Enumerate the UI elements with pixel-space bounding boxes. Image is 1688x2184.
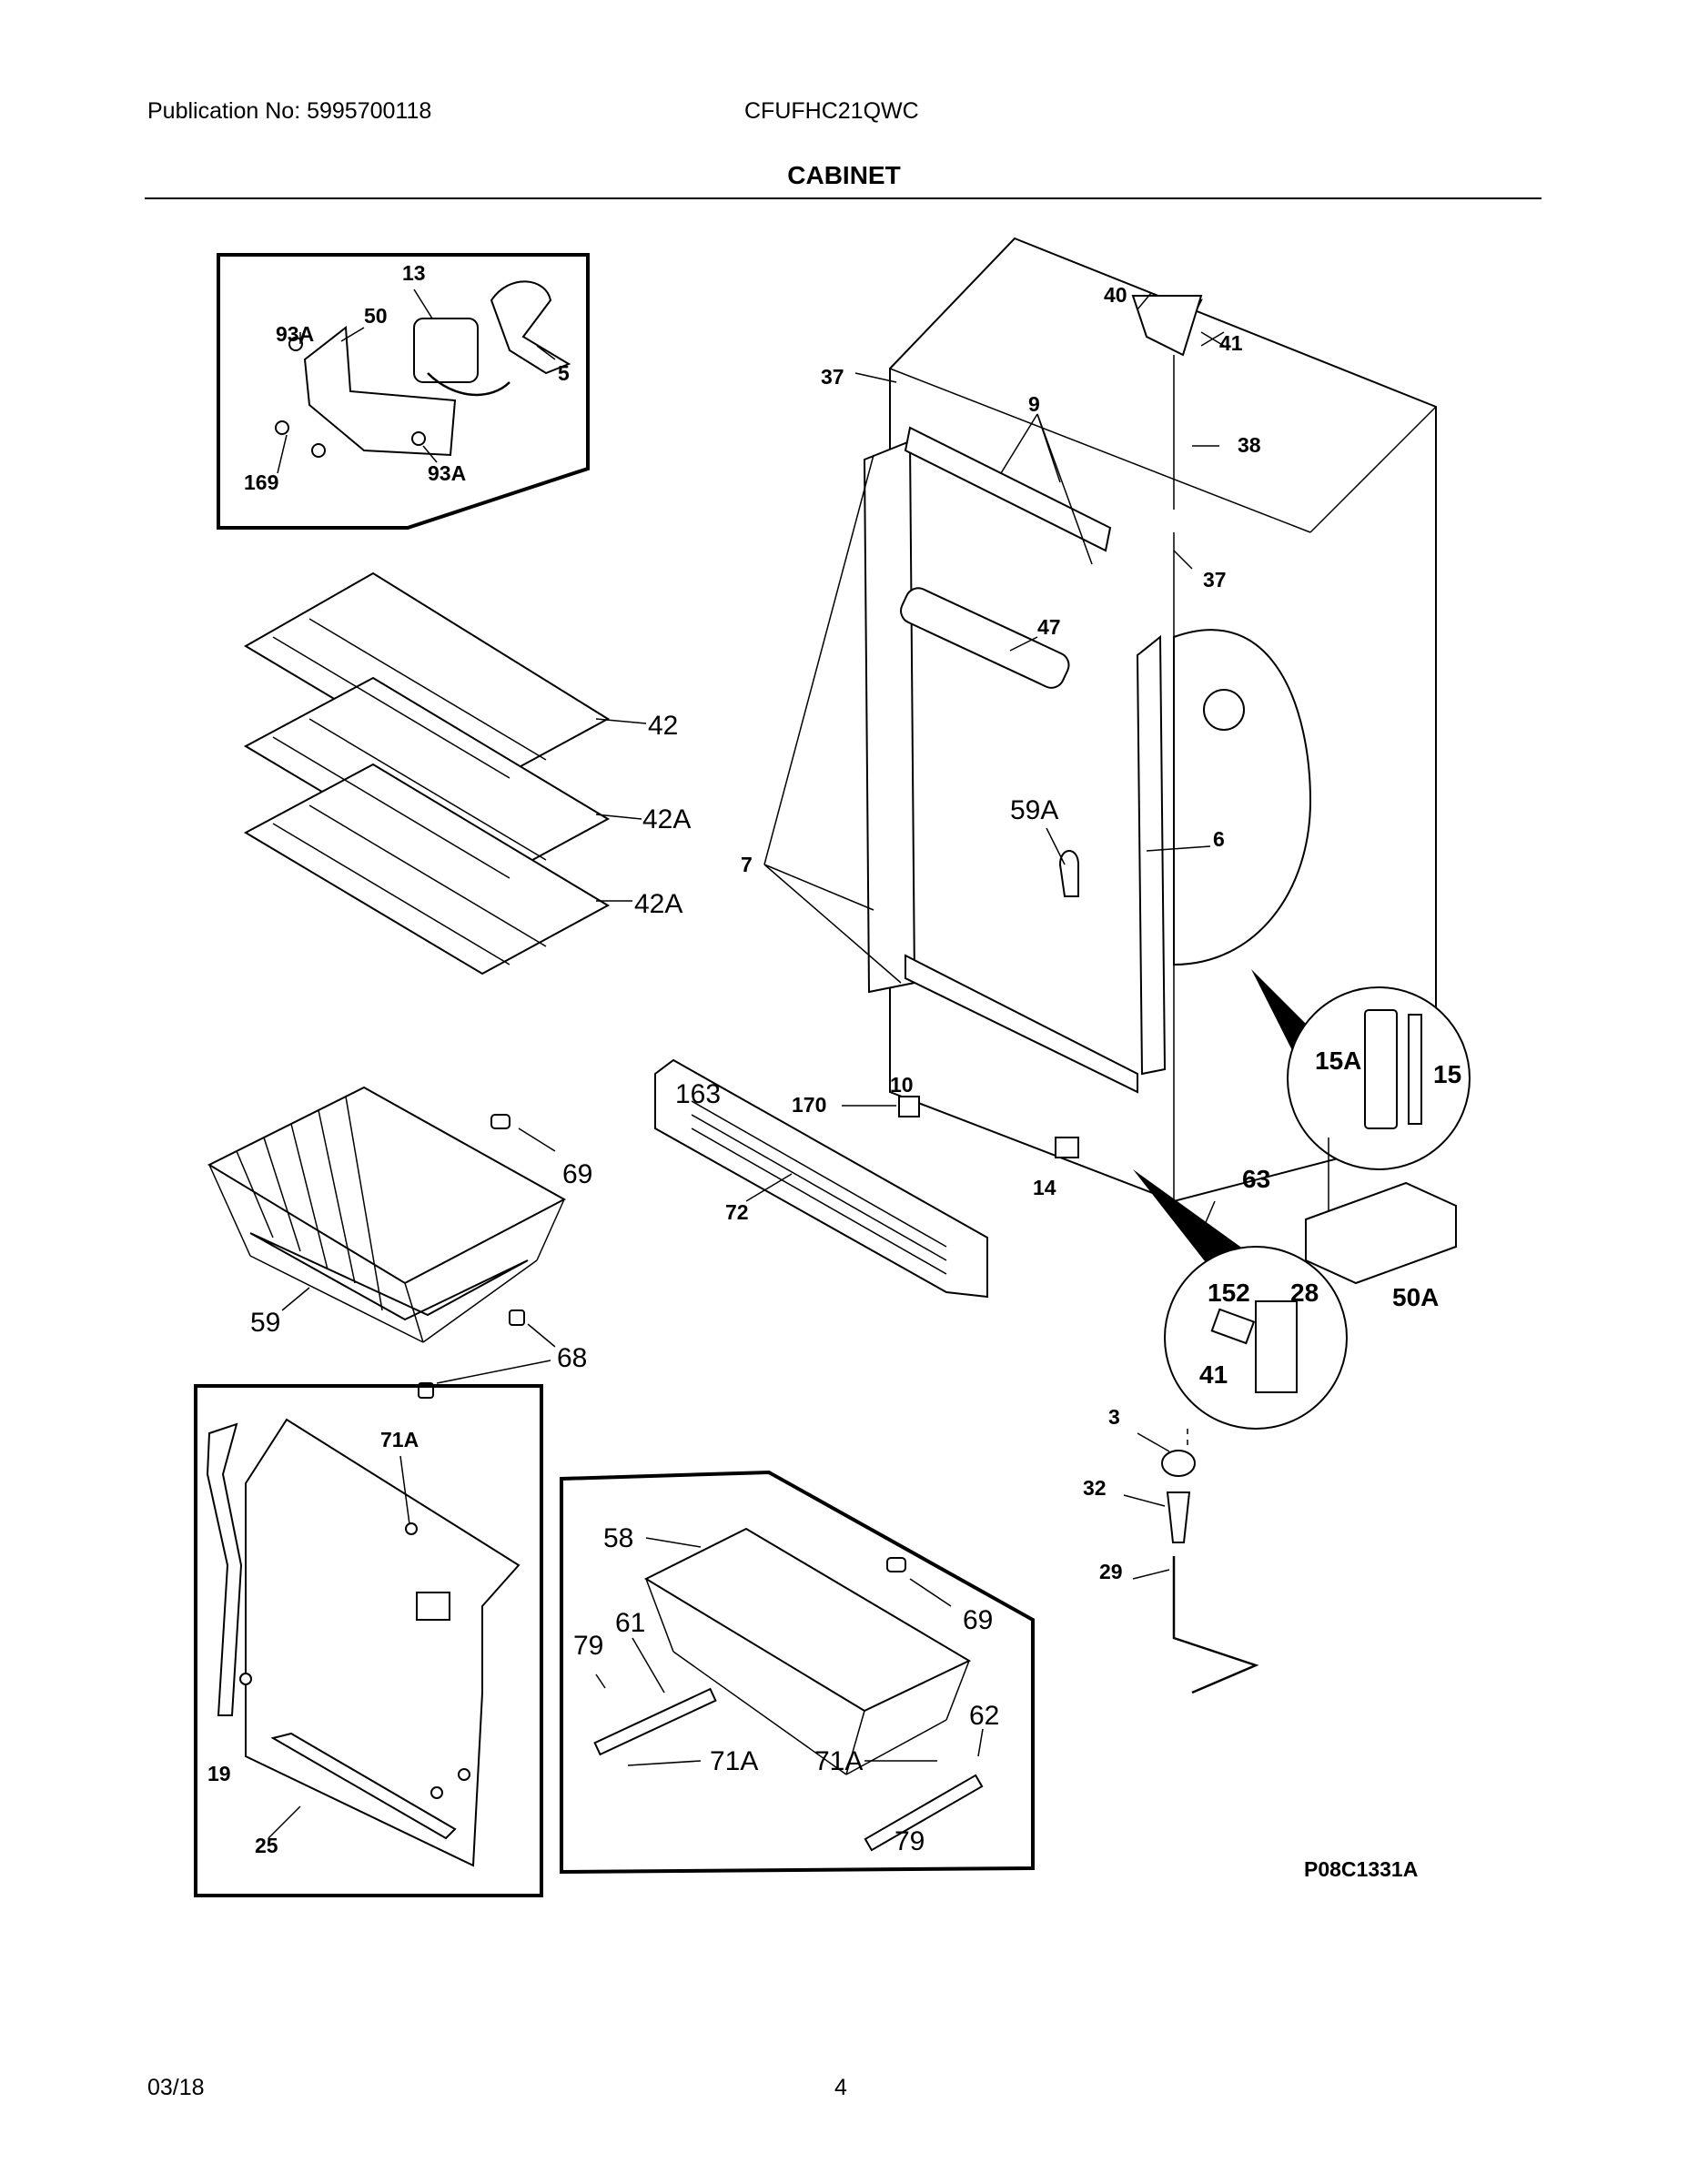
callout-5: 5 xyxy=(558,361,570,385)
callout-29: 29 xyxy=(1099,1560,1123,1583)
callout-58: 58 xyxy=(603,1523,633,1553)
callout-28: 28 xyxy=(1290,1279,1319,1307)
callout-6: 6 xyxy=(1213,827,1225,851)
callout-41-hinge: 41 xyxy=(1199,1360,1228,1389)
callout-13: 13 xyxy=(402,261,426,285)
footer-page-number: 4 xyxy=(834,2075,847,2100)
callout-71a-right: 71A xyxy=(814,1746,863,1776)
bottom-hinge-bubble xyxy=(1133,1169,1348,1430)
callout-37-top: 37 xyxy=(821,365,844,389)
callout-42a-lower: 42A xyxy=(634,889,682,919)
callout-163: 163 xyxy=(675,1079,721,1109)
callout-40: 40 xyxy=(1104,283,1127,307)
drawing-code: P08C1331A xyxy=(1304,1857,1418,1881)
callout-41-top: 41 xyxy=(1219,331,1243,355)
callout-152: 152 xyxy=(1208,1279,1250,1307)
callout-42a-upper: 42A xyxy=(642,804,691,834)
callout-69-upper: 69 xyxy=(562,1159,592,1189)
callout-59a: 59A xyxy=(1010,795,1058,825)
callout-37-right: 37 xyxy=(1203,568,1227,592)
callout-50a: 50A xyxy=(1392,1283,1439,1311)
callout-32: 32 xyxy=(1083,1476,1107,1500)
callout-79-right: 79 xyxy=(895,1826,925,1856)
control-box-50a xyxy=(1305,1138,1457,1285)
callout-93a-upper: 93A xyxy=(276,322,314,346)
callout-69-lower: 69 xyxy=(963,1605,993,1635)
leveler-and-handle xyxy=(1161,1429,1259,1694)
callout-170: 170 xyxy=(792,1093,826,1117)
fan-motor-inset xyxy=(217,253,590,530)
callout-63: 63 xyxy=(1242,1165,1270,1193)
switch-part xyxy=(898,1096,920,1117)
switch-14 xyxy=(1055,1137,1079,1158)
publication-number: Publication No: 5995700118 xyxy=(147,98,432,124)
footer-date: 03/18 xyxy=(147,2075,205,2100)
callout-19: 19 xyxy=(207,1762,231,1785)
callout-61: 61 xyxy=(615,1608,645,1638)
callout-3: 3 xyxy=(1108,1405,1120,1429)
callout-50: 50 xyxy=(364,304,388,328)
callout-71a-left: 71A xyxy=(710,1746,758,1776)
model-number: CFUFHC21QWC xyxy=(744,98,919,124)
callout-10: 10 xyxy=(890,1073,914,1097)
callout-71a-panel: 71A xyxy=(380,1428,419,1451)
panel-inset xyxy=(194,1384,543,1897)
callout-42: 42 xyxy=(648,711,678,741)
callout-38: 38 xyxy=(1238,433,1261,457)
callout-47: 47 xyxy=(1037,615,1061,639)
callout-79-left: 79 xyxy=(573,1631,603,1661)
callout-25: 25 xyxy=(255,1834,278,1857)
callout-15: 15 xyxy=(1433,1060,1461,1088)
small-basket-inset xyxy=(560,1470,1035,1875)
cabinet-body xyxy=(863,237,1437,1203)
callout-169: 169 xyxy=(244,470,278,494)
callout-62: 62 xyxy=(969,1701,999,1731)
section-title: CABINET xyxy=(787,161,901,189)
callout-72: 72 xyxy=(725,1200,749,1224)
gasket-detail-bubble xyxy=(1251,969,1471,1170)
callout-15a: 15A xyxy=(1315,1046,1361,1075)
header-rule xyxy=(145,197,1541,199)
callout-59: 59 xyxy=(250,1308,280,1338)
callout-7: 7 xyxy=(741,853,753,876)
large-basket xyxy=(207,1086,567,1399)
wire-shelves xyxy=(243,571,647,976)
callout-68: 68 xyxy=(557,1343,587,1373)
kick-plate xyxy=(654,1058,988,1299)
callout-14: 14 xyxy=(1033,1176,1056,1199)
callout-9: 9 xyxy=(1028,392,1040,416)
callout-93a-lower: 93A xyxy=(428,461,466,485)
